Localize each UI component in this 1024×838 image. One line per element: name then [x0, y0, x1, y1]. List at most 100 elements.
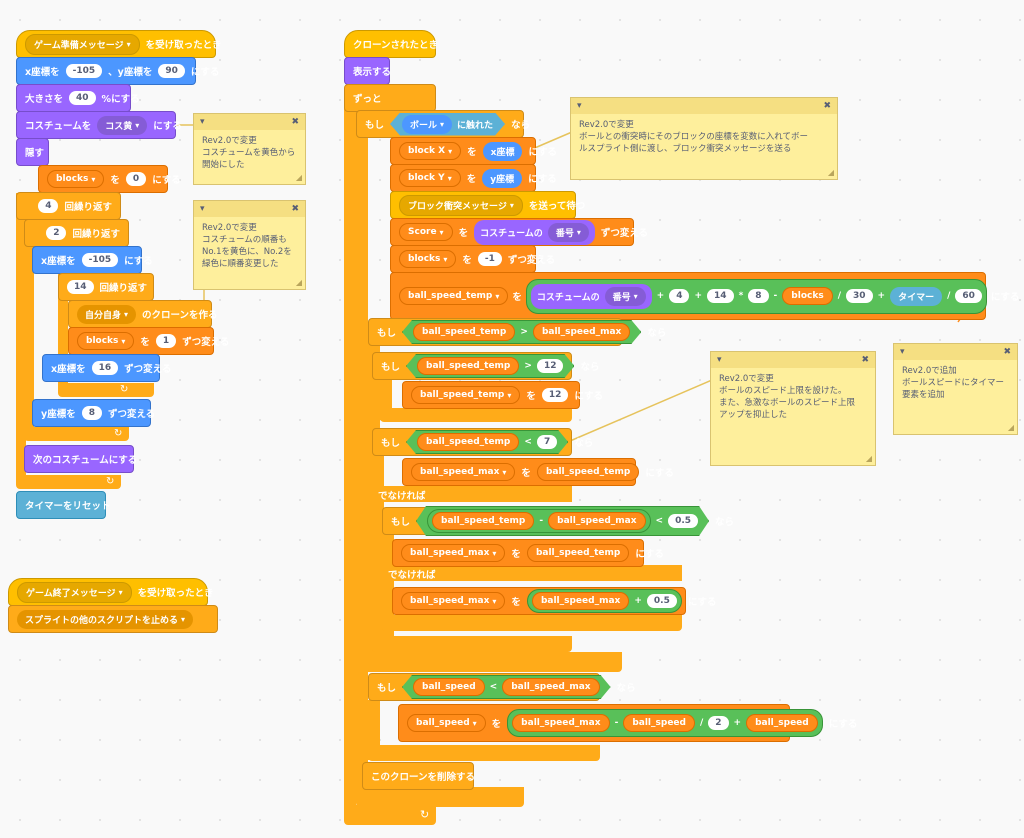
value-input[interactable]: 2 — [708, 716, 729, 730]
value-input[interactable]: 12 — [541, 388, 569, 402]
hide-block[interactable]: 隠す — [16, 138, 49, 166]
if-temp-gt-12-block[interactable]: もし ball_speed_temp > 12 なら — [372, 352, 599, 380]
variable-reporter[interactable]: ball_speed — [413, 678, 485, 696]
comment-note[interactable]: ▾ ✖ Rev2.0で変更 コスチュームの順番も No.1を黄色に、No.2を … — [193, 200, 306, 290]
repeat-count-input[interactable]: 4 — [38, 199, 59, 213]
change-x-block[interactable]: x座標を 16 ずつ変える — [42, 354, 171, 382]
if-temp-lt-7-block[interactable]: もし ball_speed_temp < 7 なら — [372, 428, 593, 456]
value-input[interactable]: 0 — [125, 172, 147, 186]
dx-input[interactable]: 16 — [91, 361, 119, 375]
x-position-reporter[interactable]: x座標 — [482, 141, 523, 161]
set-max-plus-block[interactable]: ball_speed_max を ball_speed_max + 0.5 にす… — [392, 587, 716, 615]
value-input[interactable]: 60 — [955, 289, 982, 303]
close-icon[interactable]: ✖ — [1003, 347, 1011, 357]
change-score-block[interactable]: Score を コスチュームの 番号 ずつ変える — [390, 218, 648, 246]
variable-reporter[interactable]: ball_speed — [746, 714, 818, 732]
collapse-icon[interactable]: ▾ — [717, 355, 722, 365]
hat-game-over[interactable]: ゲーム終了メッセージ を受け取ったとき — [8, 578, 214, 606]
touching-condition[interactable]: ボール に触れた — [390, 113, 505, 136]
hat-game-ready[interactable]: ゲーム準備メッセージ を受け取ったとき — [16, 30, 222, 58]
resize-handle-icon[interactable]: ◢ — [865, 454, 872, 463]
set-blockx-block[interactable]: block X を x座標 にする — [390, 137, 557, 165]
variable-dropdown[interactable]: blocks — [77, 332, 135, 350]
set-max-temp-block[interactable]: ball_speed_max を ball_speed_temp にする — [402, 458, 674, 486]
variable-dropdown[interactable]: ball_speed_max — [411, 463, 516, 481]
variable-dropdown[interactable]: block X — [399, 142, 462, 160]
variable-dropdown[interactable]: blocks — [47, 170, 105, 188]
resize-handle-icon[interactable]: ◢ — [1007, 423, 1014, 432]
reset-timer-block[interactable]: タイマーをリセット — [16, 491, 111, 519]
create-clone-block[interactable]: 自分自身 のクローンを作る — [68, 300, 218, 328]
variable-reporter[interactable]: ball_speed_max — [502, 678, 599, 696]
change-blocks-block[interactable]: blocks を 1 ずつ変える — [68, 327, 229, 355]
broadcast-wait-block[interactable]: ブロック衝突メッセージ を送って待つ — [390, 191, 585, 219]
set-ball-speed-temp-block[interactable]: ball_speed_temp を コスチュームの 番号 + 4 + 14 * … — [390, 272, 1020, 320]
variable-reporter[interactable]: ball_speed_temp — [536, 463, 640, 481]
if-temp-gt-max-block[interactable]: もし ball_speed_temp > ball_speed_max なら — [368, 318, 666, 346]
comment-note[interactable]: ▾ ✖ Rev2.0で変更 ボールとの衝突時にそのブロックの座標を変数に入れてボ… — [570, 97, 838, 180]
variable-reporter[interactable]: ball_speed — [623, 714, 695, 732]
collapse-icon[interactable]: ▾ — [200, 117, 205, 127]
y-input[interactable]: 90 — [158, 64, 185, 78]
value-input[interactable]: 8 — [748, 289, 769, 303]
size-input[interactable]: 40 — [69, 91, 96, 105]
blocks-reporter[interactable]: blocks — [782, 287, 833, 305]
value-input[interactable]: 1 — [155, 334, 177, 348]
hat-when-cloned[interactable]: クローンされたとき — [344, 30, 438, 58]
change-y-block[interactable]: y座標を 8 ずつ変える — [32, 399, 155, 427]
forever-block[interactable]: ずっと — [344, 84, 436, 112]
subtract-expression[interactable]: ball_speed_temp - ball_speed_max — [427, 509, 651, 533]
resize-handle-icon[interactable]: ◢ — [827, 168, 834, 177]
close-icon[interactable]: ✖ — [823, 101, 831, 111]
repeat-inner-block[interactable]: 14 回繰り返す — [58, 273, 154, 301]
greater-than-condition[interactable]: ball_speed_temp > 12 — [406, 354, 574, 378]
variable-dropdown[interactable]: ball_speed — [407, 714, 486, 732]
value-input[interactable]: 30 — [845, 289, 873, 303]
value-input[interactable]: 7 — [537, 435, 557, 449]
change-blocks-block[interactable]: blocks を -1 ずつ変える — [390, 245, 555, 273]
message-dropdown[interactable]: ゲーム準備メッセージ — [25, 33, 140, 55]
y-position-reporter[interactable]: y座標 — [482, 168, 523, 188]
stop-option-dropdown[interactable]: スプライトの他のスクリプトを止める — [17, 609, 194, 629]
formula-expression[interactable]: ball_speed_max - ball_speed / 2 + ball_s… — [507, 709, 823, 737]
variable-dropdown[interactable]: block Y — [399, 169, 461, 187]
collapse-icon[interactable]: ▾ — [577, 101, 582, 111]
comment-note[interactable]: ▾ ✖ Rev2.0で変更 ボールのスピード上限を設けた。 また、急激なボールの… — [710, 351, 876, 466]
resize-handle-icon[interactable]: ◢ — [295, 278, 302, 287]
variable-reporter[interactable]: ball_speed_temp — [417, 433, 519, 451]
message-dropdown[interactable]: ゲーム終了メッセージ — [17, 581, 132, 603]
costume-reporter[interactable]: コスチュームの 番号 — [530, 283, 652, 309]
costume-dropdown[interactable]: コス黄 — [97, 115, 148, 135]
variable-dropdown[interactable]: ball_speed_max — [401, 592, 506, 610]
costume-prop-dropdown[interactable]: 番号 — [547, 222, 589, 242]
variable-reporter[interactable]: ball_speed_temp — [413, 323, 515, 341]
close-icon[interactable]: ✖ — [291, 204, 299, 214]
close-icon[interactable]: ✖ — [861, 355, 869, 365]
variable-reporter[interactable]: ball_speed_max — [533, 323, 630, 341]
value-input[interactable]: 12 — [537, 359, 564, 373]
value-input[interactable]: 0.5 — [668, 514, 698, 528]
close-icon[interactable]: ✖ — [291, 117, 299, 127]
add-expression[interactable]: ball_speed_max + 0.5 — [526, 589, 682, 613]
value-input[interactable]: 4 — [669, 289, 690, 303]
set-size-block[interactable]: 大きさを 40 %にする — [16, 84, 140, 112]
variable-dropdown[interactable]: ball_speed_temp — [411, 386, 521, 404]
less-than-condition[interactable]: ball_speed < ball_speed_max — [402, 675, 611, 699]
set-costume-block[interactable]: コスチュームを コス黄 にする — [16, 111, 182, 139]
comment-note[interactable]: ▾ ✖ Rev2.0で変更 コスチュームを黄色から 開始にした ◢ — [193, 113, 306, 185]
value-input[interactable]: 0.5 — [646, 594, 677, 608]
next-costume-block[interactable]: 次のコスチュームにする — [24, 445, 137, 473]
repeat-outer-block[interactable]: 4 回繰り返す — [16, 192, 121, 220]
variable-reporter[interactable]: ball_speed_temp — [417, 357, 519, 375]
variable-reporter[interactable]: ball_speed_max — [531, 592, 630, 610]
variable-reporter[interactable]: ball_speed_temp — [526, 544, 630, 562]
set-max-temp-block-2[interactable]: ball_speed_max を ball_speed_temp にする — [392, 539, 664, 567]
greater-than-condition[interactable]: ball_speed_temp > ball_speed_max — [402, 320, 641, 344]
variable-dropdown[interactable]: blocks — [399, 250, 457, 268]
timer-reporter[interactable]: タイマー — [890, 286, 943, 306]
set-blocky-block[interactable]: block Y を y座標 にする — [390, 164, 557, 192]
variable-dropdown[interactable]: ball_speed_temp — [399, 287, 509, 305]
costume-reporter[interactable]: コスチュームの 番号 — [474, 219, 595, 245]
sprite-dropdown[interactable]: ボール — [402, 115, 452, 134]
comment-note[interactable]: ▾ ✖ Rev2.0で追加 ボールスピードにタイマー 要素を追加 ◢ — [893, 343, 1018, 435]
